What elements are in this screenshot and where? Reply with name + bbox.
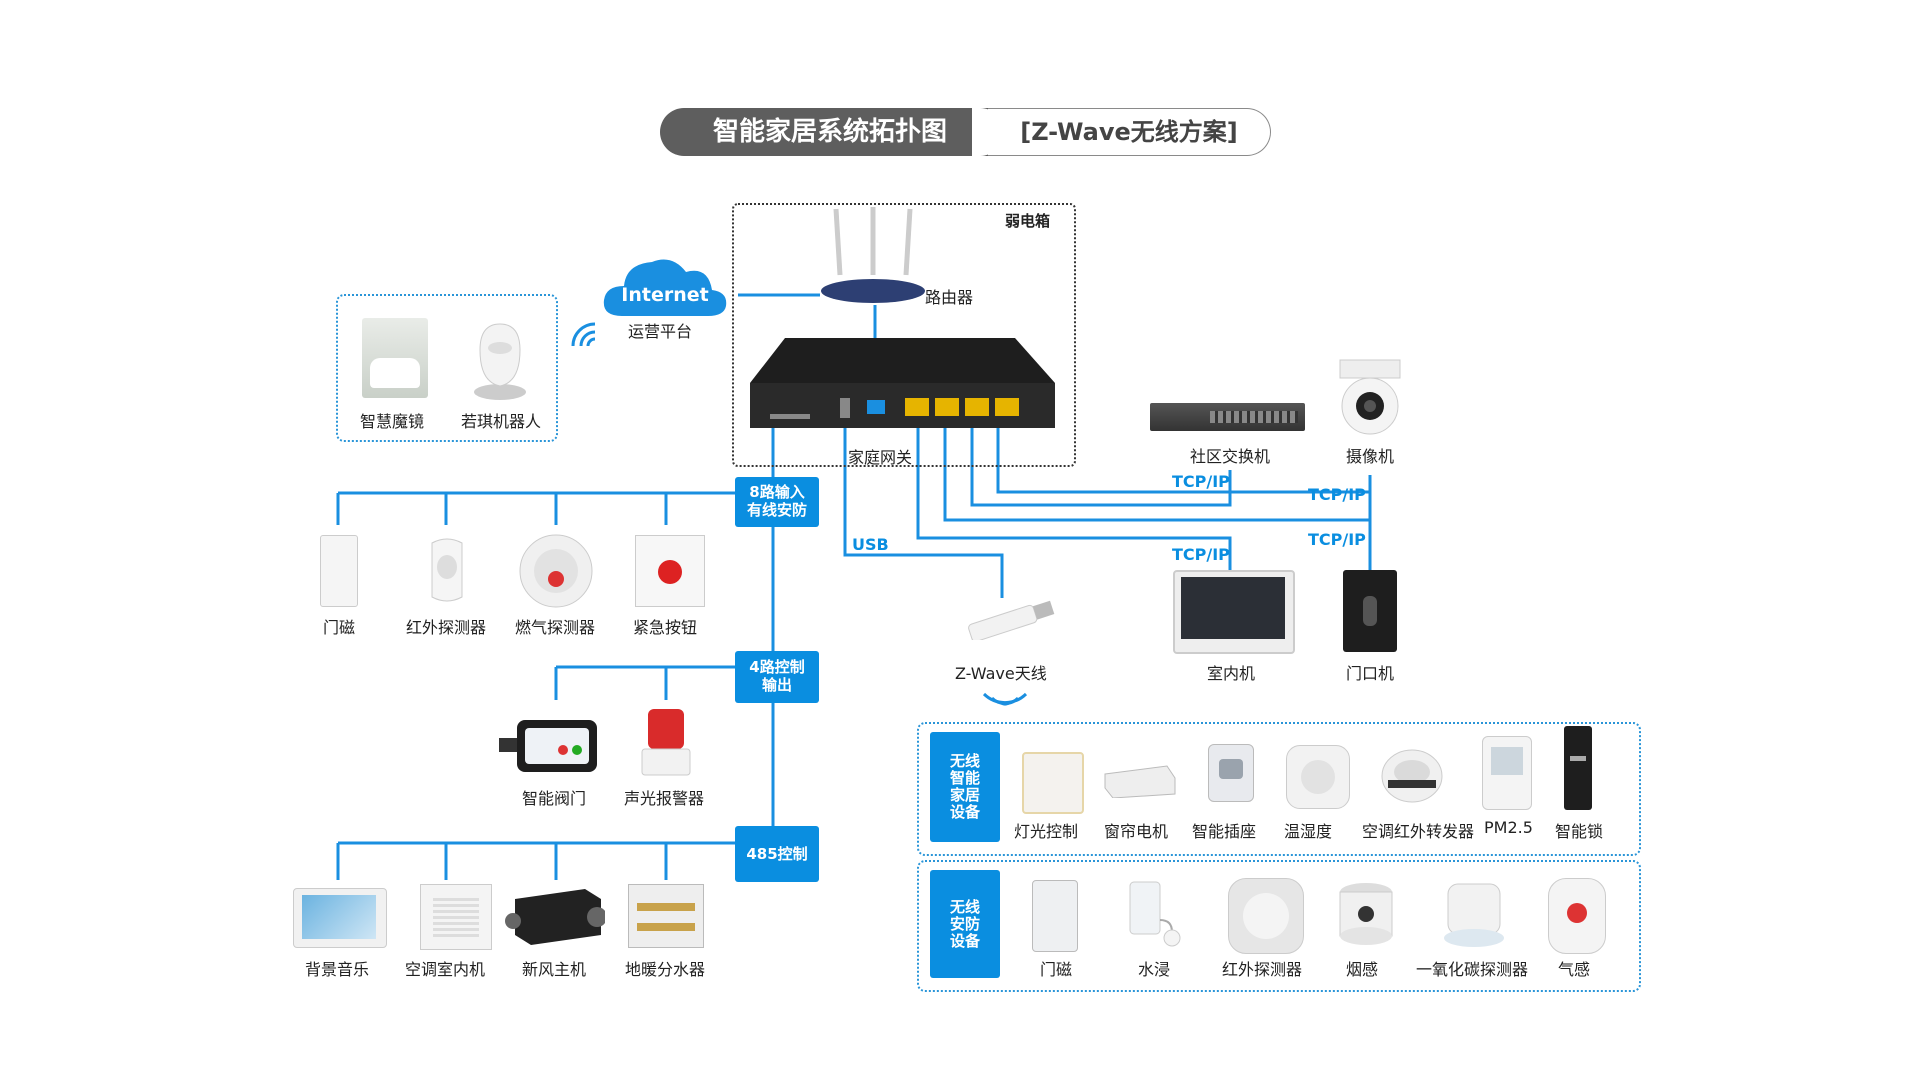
co-detector-icon xyxy=(1442,880,1506,950)
cloud-devices-box xyxy=(336,294,558,442)
control-bus-label: 4路控制 输出 xyxy=(735,651,819,703)
siren-icon xyxy=(640,705,692,780)
smart-plug-icon xyxy=(1208,744,1254,802)
control-device-label: 智能阀门 xyxy=(522,789,587,808)
wifi-icon xyxy=(565,318,601,358)
wireless-pir-icon xyxy=(1228,878,1304,954)
light-switch-icon xyxy=(1022,752,1084,814)
ir-blaster-icon xyxy=(1380,746,1444,806)
security-device-label: 水浸 xyxy=(1138,960,1171,979)
gas-detector-icon xyxy=(518,533,594,609)
alarm-bus-label: 8路输入 有线安防 xyxy=(735,477,819,527)
control-device-label: 声光报警器 xyxy=(624,789,705,808)
indoor-label: 室内机 xyxy=(1207,664,1256,683)
rs485-device-label: 背景音乐 xyxy=(305,960,370,979)
tcp-label: TCP/IP xyxy=(1308,485,1366,504)
security-device-label: 门磁 xyxy=(1040,960,1073,979)
smart-device-label: PM2.5 xyxy=(1484,818,1533,837)
security-device-label: 气感 xyxy=(1558,960,1591,979)
antenna-label: Z-Wave天线 xyxy=(955,664,1047,683)
wireless-smart-box xyxy=(917,722,1641,856)
door-unit-icon xyxy=(1343,570,1397,652)
wireless-signal-icon xyxy=(980,690,1030,724)
switch-icon xyxy=(1150,403,1305,431)
fresh-air-icon xyxy=(505,885,607,947)
tcp-label: TCP/IP xyxy=(1172,545,1230,564)
mirror-icon xyxy=(362,318,428,398)
pir-sensor-icon xyxy=(428,535,466,605)
emergency-button-icon xyxy=(635,535,705,607)
alarm-device-label: 燃气探测器 xyxy=(515,618,596,637)
pm25-icon xyxy=(1482,736,1532,810)
smart-device-label: 智能插座 xyxy=(1192,822,1257,841)
wireless-security-box xyxy=(917,860,1641,992)
ac-indoor-icon xyxy=(420,884,492,950)
cloud-icon: Internet xyxy=(600,250,730,322)
tcp-label: TCP/IP xyxy=(1308,530,1366,549)
alarm-device-label: 紧急按钮 xyxy=(633,618,698,637)
smart-device-label: 灯光控制 xyxy=(1014,822,1079,841)
wireless-smart-category: 无线 智能 家居 设备 xyxy=(930,732,1000,842)
camera-label: 摄像机 xyxy=(1346,447,1395,466)
diagram-subtitle: [Z-Wave无线方案] xyxy=(972,108,1271,156)
weak-box-label: 弱电箱 xyxy=(1005,212,1051,230)
gateway-label: 家庭网关 xyxy=(848,448,913,467)
smart-lock-icon xyxy=(1564,726,1592,810)
security-device-label: 一氧化碳探测器 xyxy=(1416,960,1529,979)
weak-current-box xyxy=(732,203,1076,467)
alarm-device-label: 门磁 xyxy=(323,618,356,637)
smart-device-label: 温湿度 xyxy=(1284,822,1333,841)
tcp-label: TCP/IP xyxy=(1172,472,1230,491)
water-leak-icon xyxy=(1128,880,1182,950)
floor-heating-icon xyxy=(628,884,704,948)
security-device-label: 烟感 xyxy=(1346,960,1379,979)
alarm-device-label: 红外探测器 xyxy=(406,618,487,637)
indoor-unit-icon xyxy=(1173,570,1295,654)
smart-valve-icon xyxy=(497,710,607,780)
rs485-device-label: 空调室内机 xyxy=(405,960,486,979)
subtitle-text: [Z-Wave无线方案] xyxy=(1020,118,1238,146)
gateway-icon xyxy=(745,338,1060,433)
switch-label: 社区交换机 xyxy=(1190,447,1271,466)
wireless-security-category: 无线 安防 设备 xyxy=(930,870,1000,978)
smart-device-label: 窗帘电机 xyxy=(1104,822,1169,841)
gas-sensor-icon xyxy=(1548,878,1606,954)
curtain-motor-icon xyxy=(1103,764,1177,799)
usb-label: USB xyxy=(852,535,889,554)
cloud-device-label: 若琪机器人 xyxy=(461,412,542,431)
smoke-detector-icon xyxy=(1338,880,1394,950)
door-label: 门口机 xyxy=(1346,664,1395,683)
cloud-label: Internet xyxy=(621,284,709,306)
cloud-caption: 运营平台 xyxy=(628,322,693,341)
background-music-icon xyxy=(293,888,387,948)
usb-antenna-icon xyxy=(960,600,1060,642)
security-device-label: 红外探测器 xyxy=(1222,960,1303,979)
router-label: 路由器 xyxy=(925,288,974,307)
door-sensor-icon xyxy=(320,535,358,607)
wireless-door-sensor-icon xyxy=(1032,880,1078,952)
rs485-device-label: 新风主机 xyxy=(522,960,587,979)
router-icon xyxy=(818,205,928,305)
diagram-title: 智能家居系统拓扑图 xyxy=(660,108,1000,156)
cloud-device-label: 智慧魔镜 xyxy=(360,412,425,431)
robot-icon xyxy=(470,320,530,402)
rs485-bus-label: 485控制 xyxy=(735,826,819,882)
camera-icon xyxy=(1338,358,1402,436)
smart-device-label: 空调红外转发器 xyxy=(1362,822,1475,841)
rs485-device-label: 地暖分水器 xyxy=(625,960,706,979)
temp-humidity-icon xyxy=(1286,745,1350,809)
smart-device-label: 智能锁 xyxy=(1555,822,1604,841)
